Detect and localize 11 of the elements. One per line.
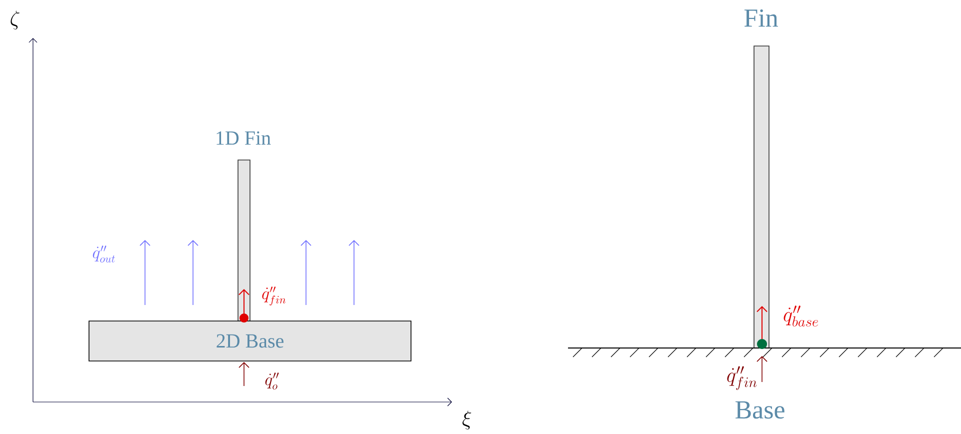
node-label: 1D Fin: [216, 131, 271, 145]
axis-label: $\zeta$: [10, 10, 20, 30]
flux-label: $\dot{q}''_{fin}$: [262, 286, 286, 306]
flux-label: $\dot{q}''_{base}$: [784, 306, 818, 326]
axis-label: $\xi$: [462, 410, 472, 430]
flux-label: $\dot{q}''_{o}$: [265, 372, 279, 390]
flux-label: $\dot{q}''_{out}$: [92, 246, 115, 262]
fin-bar: Fin: [744, 9, 778, 348]
flux-label: $\dot{q}''_{fin}$: [727, 366, 757, 390]
node-label: Fin: [744, 9, 778, 27]
base-plate: 2D Base: [88, 320, 412, 362]
